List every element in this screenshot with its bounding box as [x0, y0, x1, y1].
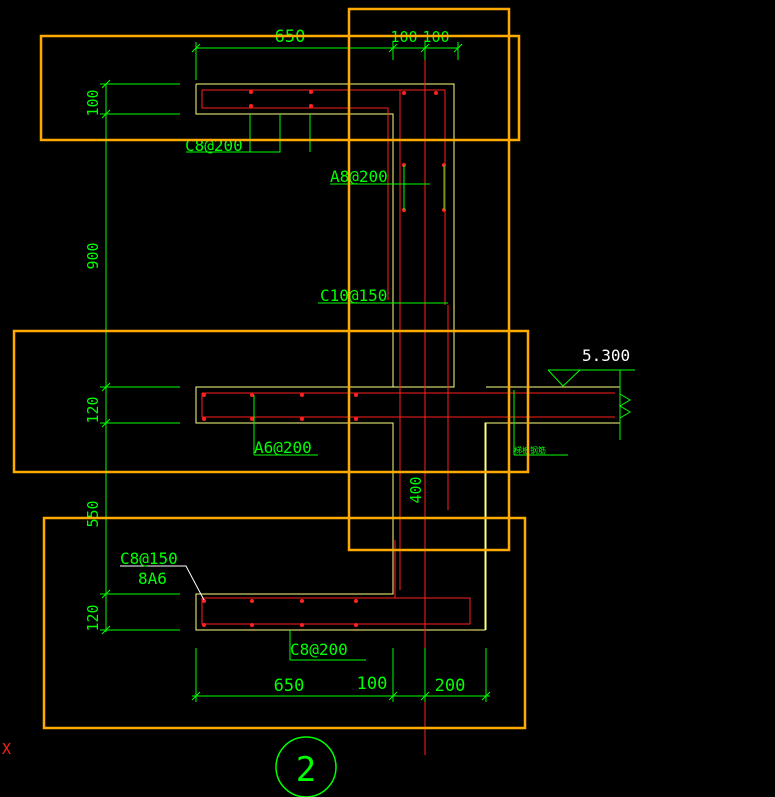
label-mid-slab-rebar: A6@200: [254, 438, 312, 457]
rebar-top-slab-inner: [201, 90, 389, 300]
rebar-top-slab-outer: [202, 89, 446, 305]
rebar-dots: [202, 90, 446, 627]
highlight-wall: [347, 7, 511, 552]
label-bottom-slab-rebar: C8@200: [290, 640, 348, 659]
outline-top-slab-bottom: [195, 84, 394, 387]
highlight-boxes: [12, 7, 530, 730]
dimension-lines: [100, 42, 635, 702]
rebar-lines: [201, 89, 615, 625]
elevation-label: 5.300: [582, 346, 630, 365]
label-bottom-top-rebar2: 8A6: [138, 569, 167, 588]
dim-bottom-200: 200: [435, 676, 466, 696]
highlight-top-slab: [39, 34, 521, 142]
section-number-circle: [275, 736, 337, 797]
concrete-outline: [195, 83, 620, 631]
label-beam-side-rebar: 梯板钢筋: [514, 445, 546, 455]
dim-wall-400: 400: [407, 476, 425, 503]
dim-bottom-650: 650: [274, 676, 305, 696]
dim-left-550: 550: [84, 500, 102, 527]
label-bottom-top-rebar1: C8@150: [120, 549, 178, 568]
section-number: 2: [296, 750, 316, 790]
leader-bottom-top: [120, 565, 205, 601]
rebar-bottom-slab: [201, 597, 471, 625]
dim-left-120a: 120: [84, 396, 102, 423]
dim-left-900: 900: [84, 242, 102, 269]
dim-bottom-100: 100: [357, 674, 388, 694]
outline-top-slab: [195, 83, 512, 631]
dim-left-120b: 120: [84, 604, 102, 631]
label-wall-vertical-rebar: A8@200: [330, 167, 388, 186]
dim-left-100: 100: [84, 89, 102, 116]
axis-x-label: X: [2, 740, 11, 758]
highlight-bottom-slab: [42, 516, 527, 730]
highlight-mid-slab: [12, 329, 530, 474]
label-wall-horizontal-rebar: C10@150: [320, 286, 387, 305]
